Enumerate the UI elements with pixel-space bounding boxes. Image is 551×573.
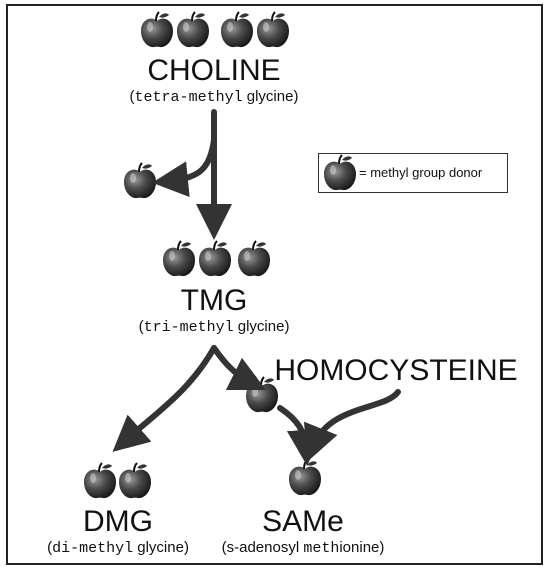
- apple-icon: [288, 459, 322, 497]
- tmg-label: TMG: [180, 284, 248, 317]
- apple-icon: [256, 11, 290, 49]
- homocysteine-label: HOMOCYSTEINE: [274, 354, 518, 387]
- dmg-label: DMG: [83, 505, 153, 538]
- same-desc-sans1: s-adenosyl: [226, 539, 304, 556]
- apple-icon: [162, 240, 196, 278]
- same-label: SAMe: [262, 505, 344, 538]
- choline-label: CHOLINE: [147, 54, 281, 87]
- apple-icon: [140, 11, 174, 49]
- arrow-tmg-to-dmg: [112, 345, 217, 452]
- dmg-desc-sans: glycine: [133, 539, 184, 556]
- same-desc-mono: meth: [303, 540, 340, 557]
- arrow-tmg-methyl: [211, 345, 267, 391]
- legend-box: = methyl group donor: [318, 153, 508, 193]
- tmg-description: (tri-methyl glycine): [138, 318, 290, 336]
- dmg-desc-mono: di-methyl: [52, 540, 134, 557]
- tmg-desc-sans: glycine: [233, 318, 285, 335]
- apple-icon: [220, 11, 254, 49]
- legend-text: = methyl group donor: [359, 165, 483, 180]
- apple-icon: [123, 162, 157, 200]
- same-description: (s-adenosyl methionine): [221, 539, 385, 557]
- arrow-homocysteine-to-same: [304, 389, 401, 462]
- choline-desc-sans: glycine: [242, 88, 294, 105]
- apple-icon: [118, 462, 152, 500]
- dmg-description: (di-methyl glycine): [47, 539, 189, 557]
- apple-icon: [176, 11, 210, 49]
- same-desc-sans2: ionine: [339, 539, 380, 556]
- apple-icon: [198, 240, 232, 278]
- apple-icon: [237, 240, 271, 278]
- choline-description: (tetra-methyl glycine): [129, 88, 299, 106]
- legend-apple-icon: [323, 154, 357, 192]
- arrow-methyl-to-same: [277, 405, 323, 466]
- tmg-desc-mono: tri-methyl: [143, 319, 234, 336]
- choline-desc-mono: tetra-methyl: [134, 89, 243, 106]
- apple-icon: [83, 462, 117, 500]
- arrow-methyl-release: [152, 137, 217, 198]
